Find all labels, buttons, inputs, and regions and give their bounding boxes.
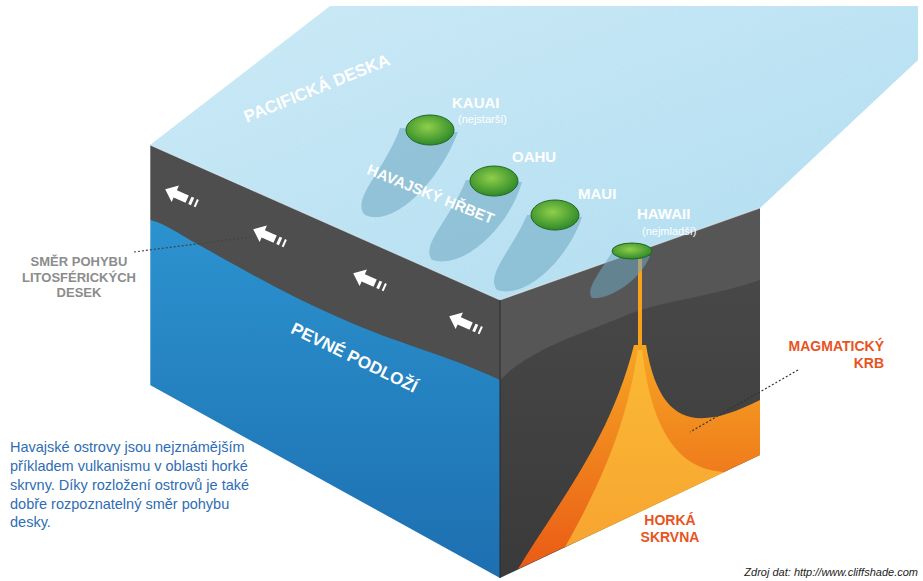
leader-line [690,370,798,432]
island-label: MAUI [578,185,616,202]
island [470,166,518,196]
islands [406,115,652,259]
island-label: OAHU [512,148,556,165]
hot-spot-plume [518,345,760,569]
island [406,115,454,145]
mantle-front-face [150,145,500,578]
caption-text: Havajské ostrovy jsou nejznámějším příkl… [10,438,255,532]
movement-arrow [250,221,289,252]
plume-core [565,348,725,547]
island-label: KAUAI [452,94,500,111]
leader-line [134,237,250,252]
water-texture [0,0,923,310]
island [612,243,652,259]
ridge-shape [590,252,650,298]
source-note: Zdroj dat: http://www.cliffshade.com [744,566,918,578]
block-edge [500,300,501,578]
movement-arrow [446,308,485,339]
island-label: HAWAII [637,205,690,222]
chamber-label: MAGMATICKÝ KRB [772,338,884,372]
block-edge [150,145,760,385]
island [531,200,579,230]
movement-arrow [350,265,389,296]
age-note: (nejmladší) [642,225,696,237]
direction-label: SMĚR POHYBU LITOSFÉRICKÝCH DESEK [14,254,144,301]
age-note: (nejstarší) [458,113,507,125]
movement-arrow [162,181,201,212]
ridge-shapes [361,128,650,298]
hotspot-label: HORKÁ SKRVNA [618,512,722,546]
